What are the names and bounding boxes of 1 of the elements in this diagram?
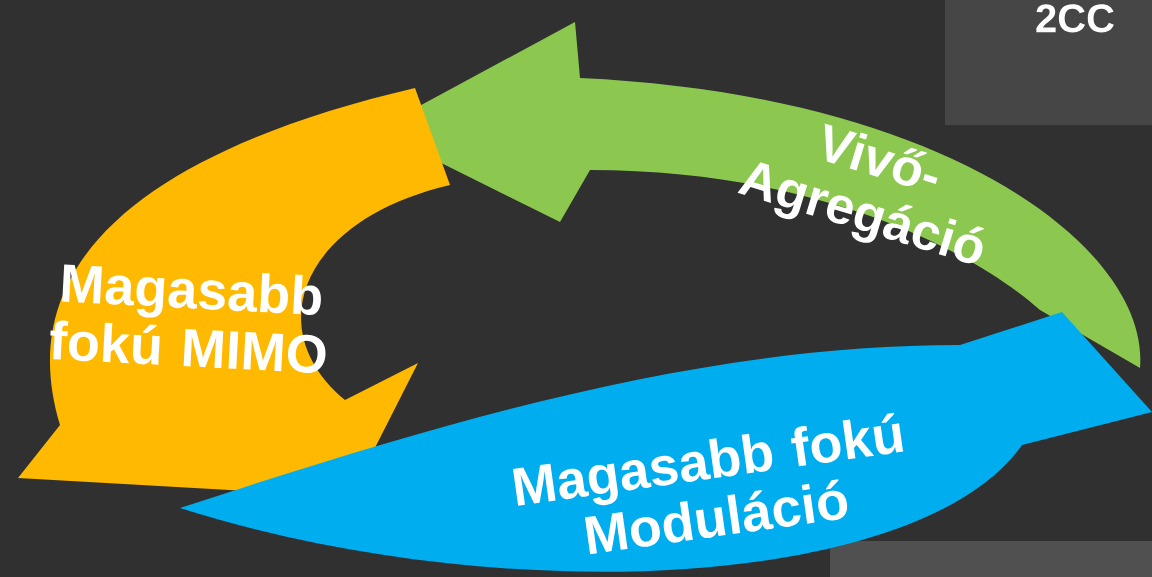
- cycle-band: Magasabb fokú MIMO: [18, 88, 450, 497]
